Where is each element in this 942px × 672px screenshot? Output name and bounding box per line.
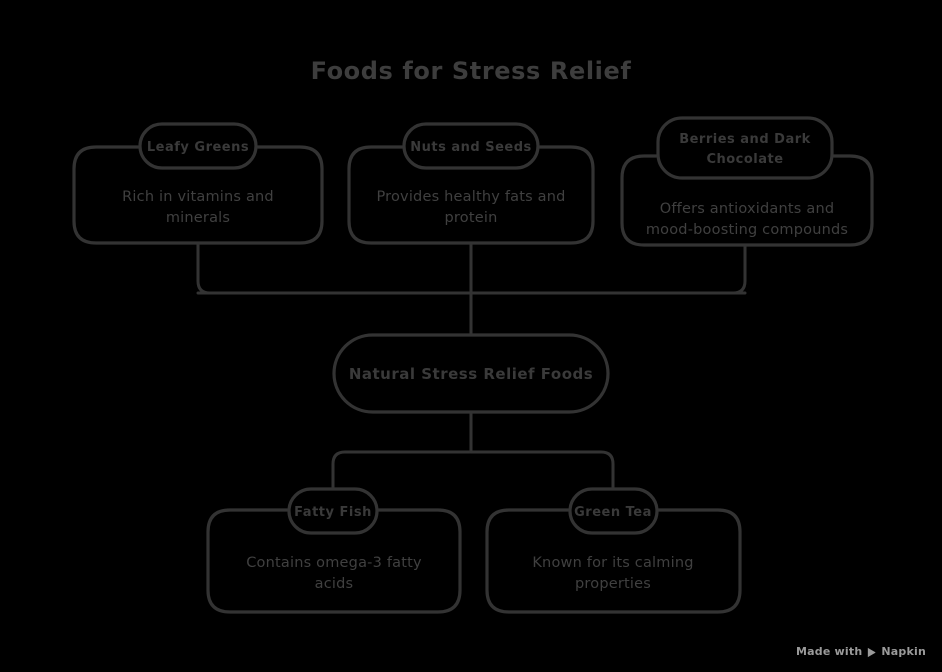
watermark-prefix: Made with	[796, 645, 863, 658]
header-pill-fatty-fish[interactable]	[287, 487, 379, 535]
header-label-leafy-greens: Leafy Greens	[147, 140, 249, 155]
header-label-line2-berries-dark-chocolate: Chocolate	[706, 152, 783, 167]
header-pill-bg-leafy-greens	[140, 124, 256, 168]
body-line1-leafy-greens: Rich in vitamins and	[122, 189, 274, 205]
body-line1-green-tea: Known for its calming	[532, 555, 693, 571]
header-pill-nuts-and-seeds[interactable]	[402, 122, 540, 170]
napkin-watermark: Made with Napkin	[796, 645, 926, 658]
card-outline-nuts-and-seeds	[347, 145, 595, 245]
card-outline-berries-dark-chocolate	[620, 154, 874, 247]
connector-fatty-fish	[331, 450, 473, 512]
connector-group-top	[196, 241, 747, 337]
body-line1-nuts-and-seeds: Provides healthy fats and	[376, 189, 565, 205]
center-node-outline	[332, 333, 610, 414]
node-card-berries-dark-chocolate[interactable]: Berries and Dark Chocolate Offers antiox…	[620, 116, 874, 247]
node-card-fatty-fish[interactable]: Fatty Fish Contains omega-3 fatty acids	[206, 487, 462, 614]
connector-berries-dark-chocolate	[480, 243, 747, 295]
body-line1-berries-dark-chocolate: Offers antioxidants and	[660, 201, 835, 217]
card-outline-green-tea	[485, 508, 742, 614]
header-pill-green-tea[interactable]	[568, 487, 659, 535]
header-label-line1-berries-dark-chocolate: Berries and Dark	[679, 132, 811, 147]
header-label-nuts-and-seeds: Nuts and Seeds	[410, 140, 532, 155]
connector-leafy-greens	[196, 241, 462, 295]
center-node-bg	[334, 335, 608, 412]
header-pill-berries-dark-chocolate[interactable]	[656, 116, 834, 180]
node-card-leafy-greens[interactable]: Leafy Greens Rich in vitamins and minera…	[72, 122, 324, 245]
card-outline-leafy-greens	[72, 145, 324, 245]
diagram-title: Foods for Stress Relief	[311, 57, 632, 85]
header-pill-bg-nuts-and-seeds	[404, 124, 538, 168]
header-pill-bg-berries-dark-chocolate	[658, 118, 832, 178]
node-card-green-tea[interactable]: Green Tea Known for its calming properti…	[485, 487, 742, 614]
body-line2-nuts-and-seeds: protein	[445, 210, 498, 226]
header-pill-bg-green-tea	[570, 489, 657, 533]
body-line1-fatty-fish: Contains omega-3 fatty	[246, 555, 422, 571]
node-center-natural-stress-relief-foods[interactable]: Natural Stress Relief Foods	[332, 333, 610, 414]
node-card-nuts-and-seeds[interactable]: Nuts and Seeds Provides healthy fats and…	[347, 122, 595, 245]
watermark-brand: Napkin	[881, 645, 926, 658]
connector-group-bottom	[331, 410, 615, 512]
connector-green-tea	[469, 450, 615, 512]
header-pill-bg-fatty-fish	[289, 489, 377, 533]
napkin-logo-icon	[866, 647, 877, 658]
card-outline-fatty-fish	[206, 508, 462, 614]
header-label-green-tea: Green Tea	[574, 505, 652, 520]
header-pill-leafy-greens[interactable]	[138, 122, 258, 170]
body-line2-green-tea: properties	[575, 576, 651, 592]
center-node-label: Natural Stress Relief Foods	[349, 365, 593, 383]
body-line2-berries-dark-chocolate: mood-boosting compounds	[646, 222, 848, 238]
header-label-fatty-fish: Fatty Fish	[294, 505, 372, 520]
body-line2-leafy-greens: minerals	[166, 210, 230, 226]
body-line2-fatty-fish: acids	[315, 576, 354, 592]
